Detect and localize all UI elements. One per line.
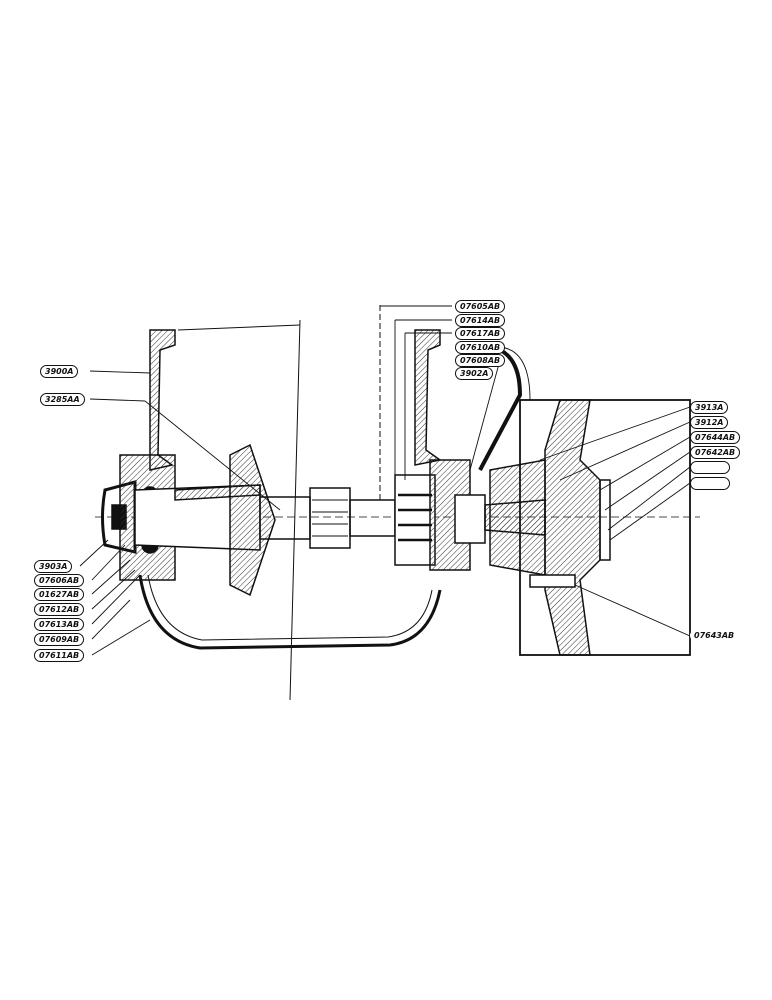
gear-cluster-right bbox=[394, 474, 436, 566]
hub-casting bbox=[544, 399, 601, 656]
part-label: 3285AA bbox=[40, 393, 85, 406]
part-label: 07614AB bbox=[455, 314, 506, 327]
part-label: 3912A bbox=[690, 416, 729, 429]
part-label: 3913A bbox=[690, 401, 729, 414]
housing-flange-left bbox=[149, 329, 176, 471]
part-label: 07613AB bbox=[34, 618, 85, 631]
part-label-illegible bbox=[690, 477, 730, 490]
part-label: 07606AB bbox=[34, 574, 85, 587]
part-label: 01627AB bbox=[34, 588, 85, 601]
part-label: 07642AB bbox=[690, 446, 741, 459]
intermediate-shaft bbox=[349, 499, 396, 537]
part-label: 07617AB bbox=[455, 327, 506, 340]
hub-cap bbox=[599, 479, 611, 561]
bevel-gear bbox=[229, 443, 276, 597]
part-label: 07609AB bbox=[34, 633, 85, 646]
part-label: 07643AB bbox=[690, 630, 739, 641]
center-line-vertical bbox=[289, 319, 301, 701]
housing-bowl bbox=[138, 574, 442, 650]
part-label: 07608AB bbox=[455, 354, 506, 367]
housing-flange-right bbox=[414, 329, 442, 466]
part-label-illegible bbox=[690, 461, 730, 474]
part-label: 3903A bbox=[34, 560, 73, 573]
part-label: 07611AB bbox=[34, 649, 85, 662]
part-label: 07644AB bbox=[690, 431, 741, 444]
part-label: 07612AB bbox=[34, 603, 85, 616]
part-label: 3902A bbox=[455, 367, 494, 380]
part-label: 07605AB bbox=[455, 300, 506, 313]
part-label: 07610AB bbox=[455, 341, 506, 354]
leader-lines bbox=[79, 305, 691, 656]
hub-flange bbox=[489, 459, 546, 576]
pinion-gear bbox=[309, 487, 351, 549]
part-label: 3900A bbox=[40, 365, 79, 378]
